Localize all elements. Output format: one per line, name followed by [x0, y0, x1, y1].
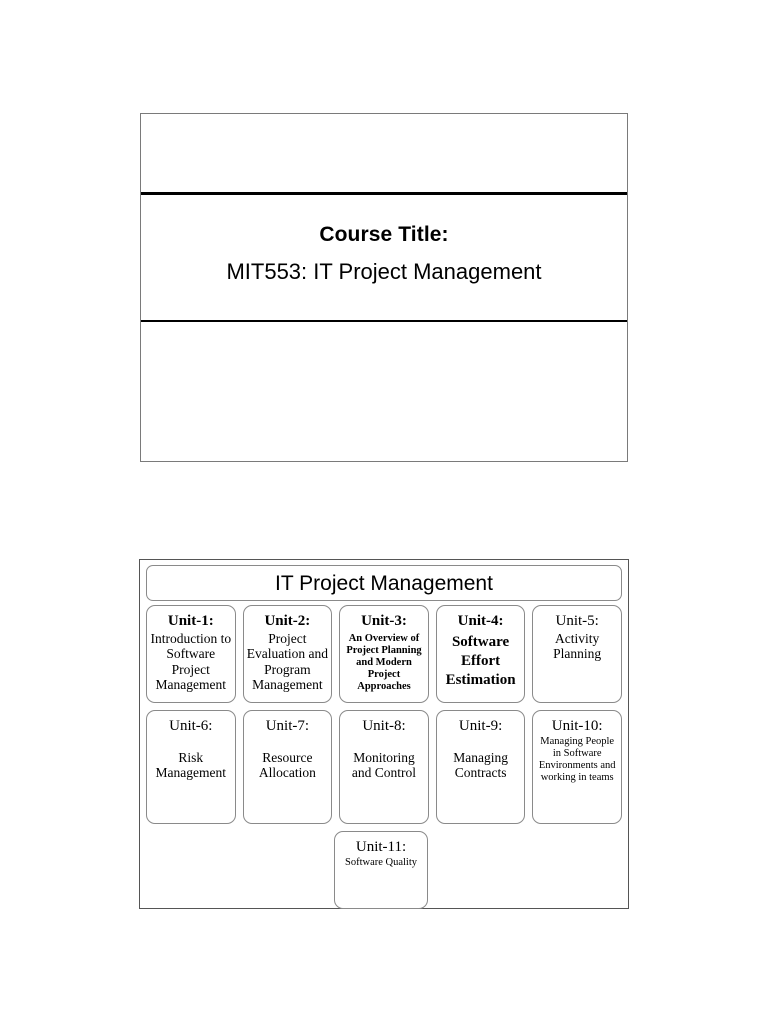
unit-label-4: Unit-4: — [457, 613, 504, 629]
unit-box-6[interactable]: Unit-6: Risk Management — [146, 710, 236, 824]
unit-label-8: Unit-8: — [362, 718, 406, 734]
unit-description-4: Software Effort Estimation — [445, 633, 516, 689]
title-slide-lower-rule — [141, 320, 627, 322]
title-slide-text-area: Course Title: MIT553: IT Project Managem… — [141, 195, 627, 320]
title-slide-bottom-band — [141, 322, 627, 461]
unit-description-10: Managing People in Software Environments… — [538, 735, 616, 783]
unit-box-3[interactable]: Unit-3: An Overview of Project Planning a… — [339, 605, 429, 703]
unit-description-11: Software Quality — [344, 856, 418, 868]
title-slide-upper-rule — [141, 192, 627, 195]
unit-box-5[interactable]: Unit-5:Activity Planning — [532, 605, 622, 703]
unit-row-second: Unit-6: Risk Management Unit-7: Resource Al… — [146, 710, 622, 824]
unit-label-2: Unit-2: — [264, 613, 311, 629]
unit-label-5: Unit-5: — [555, 613, 599, 629]
unit-box-11[interactable]: Unit-11:Software Quality — [334, 831, 428, 909]
diagram-header-box: IT Project Management — [146, 565, 622, 601]
unit-label-11: Unit-11: — [355, 839, 407, 855]
unit-label-9: Unit-9: — [458, 718, 503, 734]
unit-row-first: Unit-1:Introduction to Software Project … — [146, 605, 622, 703]
unit-box-1[interactable]: Unit-1:Introduction to Software Project … — [146, 605, 236, 703]
title-slide: Course Title: MIT553: IT Project Managem… — [140, 113, 628, 462]
diagram-header-title: IT Project Management — [275, 571, 493, 595]
course-title-label: Course Title: — [319, 223, 449, 246]
course-title-value: MIT553: IT Project Management — [226, 259, 542, 285]
unit-description-7: Resource Allocation — [258, 749, 316, 781]
unit-description-9: Managing Contracts — [453, 749, 508, 781]
unit-box-4[interactable]: Unit-4: Software Effort Estimation — [435, 605, 526, 703]
unit-description-8: Monitoring and Control — [351, 749, 417, 781]
unit-box-2[interactable]: Unit-2:Project Evaluation and Program Ma… — [242, 605, 333, 703]
unit-description-3: An Overview of Project Planning and Mode… — [346, 632, 422, 692]
unit-row-third: Unit-11:Software Quality — [146, 831, 622, 909]
unit-box-9[interactable]: Unit-9: Managing Contracts — [435, 710, 526, 824]
unit-description-2: Project Evaluation and Program Managemen… — [246, 630, 329, 692]
unit-description-6: Risk Management — [155, 749, 227, 781]
unit-description-1: Introduction to Software Project Managem… — [150, 630, 232, 692]
unit-label-10: Unit-10: — [551, 718, 603, 734]
title-slide-top-band — [141, 114, 627, 192]
unit-label-3: Unit-3: — [361, 613, 407, 629]
unit-label-7: Unit-7: — [265, 718, 310, 734]
unit-label-1: Unit-1: — [167, 613, 214, 629]
unit-box-8[interactable]: Unit-8: Monitoring and Control — [339, 710, 429, 824]
course-structure-slide: IT Project Management Unit-1:Introductio… — [139, 559, 629, 909]
unit-description-5: Activity Planning — [553, 630, 602, 662]
unit-label-6: Unit-6: — [169, 718, 213, 734]
unit-box-7[interactable]: Unit-7: Resource Allocation — [242, 710, 333, 824]
unit-box-10[interactable]: Unit-10:Managing People in Software Envi… — [532, 710, 622, 824]
